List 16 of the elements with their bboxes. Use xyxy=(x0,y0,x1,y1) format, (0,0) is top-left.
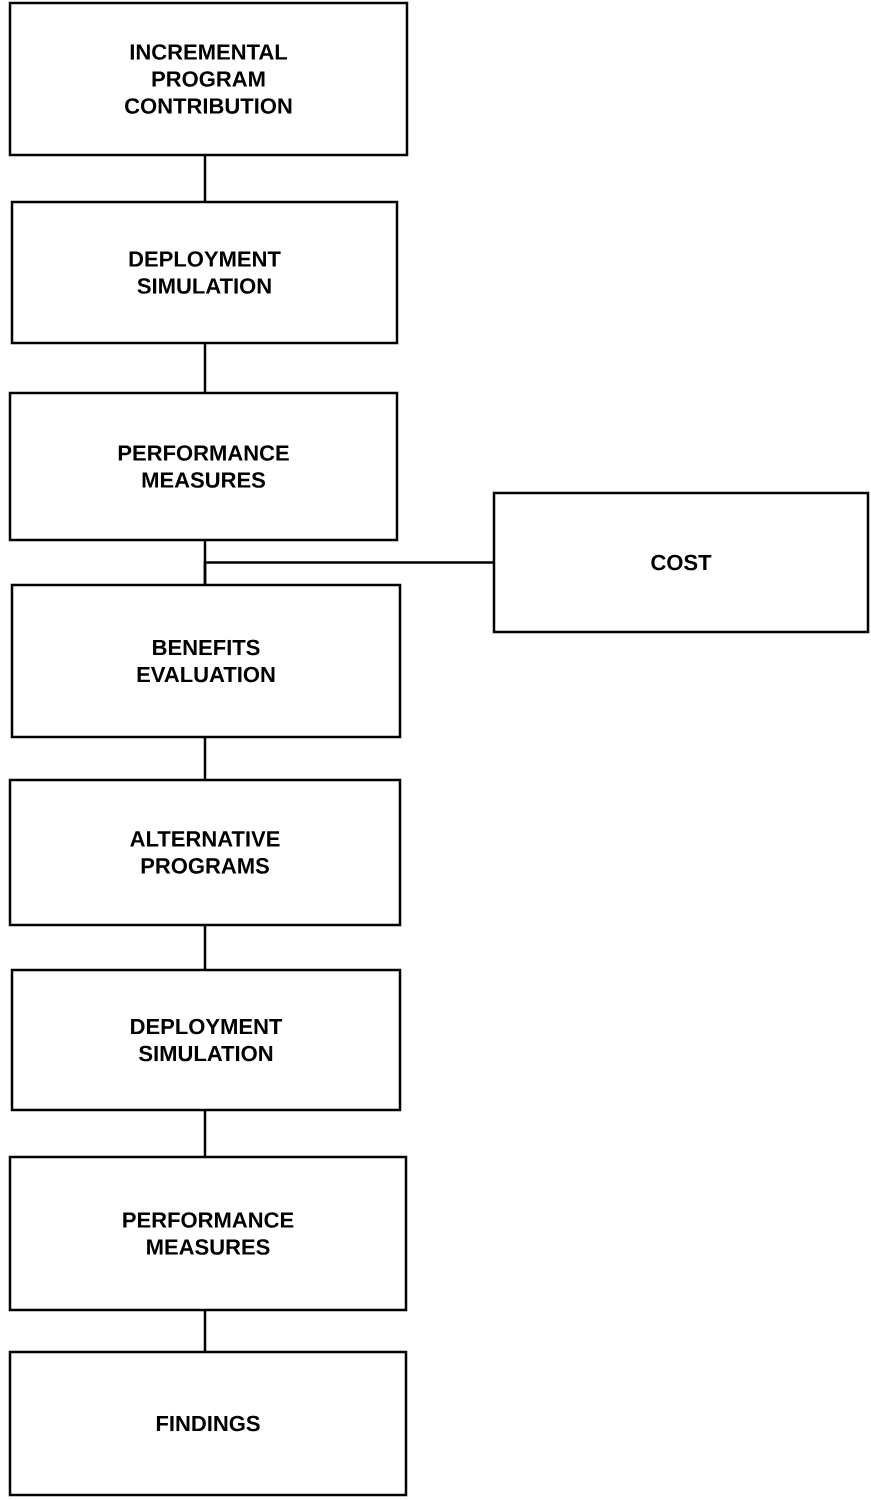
process-box: BENEFITS EVALUATION xyxy=(10,583,402,739)
connector-line xyxy=(203,343,207,393)
connector-line xyxy=(203,561,494,585)
connector-line xyxy=(203,737,207,780)
process-box: FINDINGS xyxy=(8,1350,408,1497)
process-box: DEPLOYMENT SIMULATION xyxy=(10,200,399,345)
process-box: DEPLOYMENT SIMULATION xyxy=(10,968,402,1112)
process-box: COST xyxy=(492,491,870,634)
process-box: PERFORMANCE MEASURES xyxy=(8,1155,408,1312)
process-box: INCREMENTAL PROGRAM CONTRIBUTION xyxy=(8,1,409,157)
connector-line xyxy=(203,155,207,202)
connector-line xyxy=(203,1310,207,1352)
process-box: PERFORMANCE MEASURES xyxy=(8,391,399,542)
connector-line xyxy=(203,925,207,970)
process-box: ALTERNATIVE PROGRAMS xyxy=(8,778,402,927)
connector-line xyxy=(203,1110,207,1157)
